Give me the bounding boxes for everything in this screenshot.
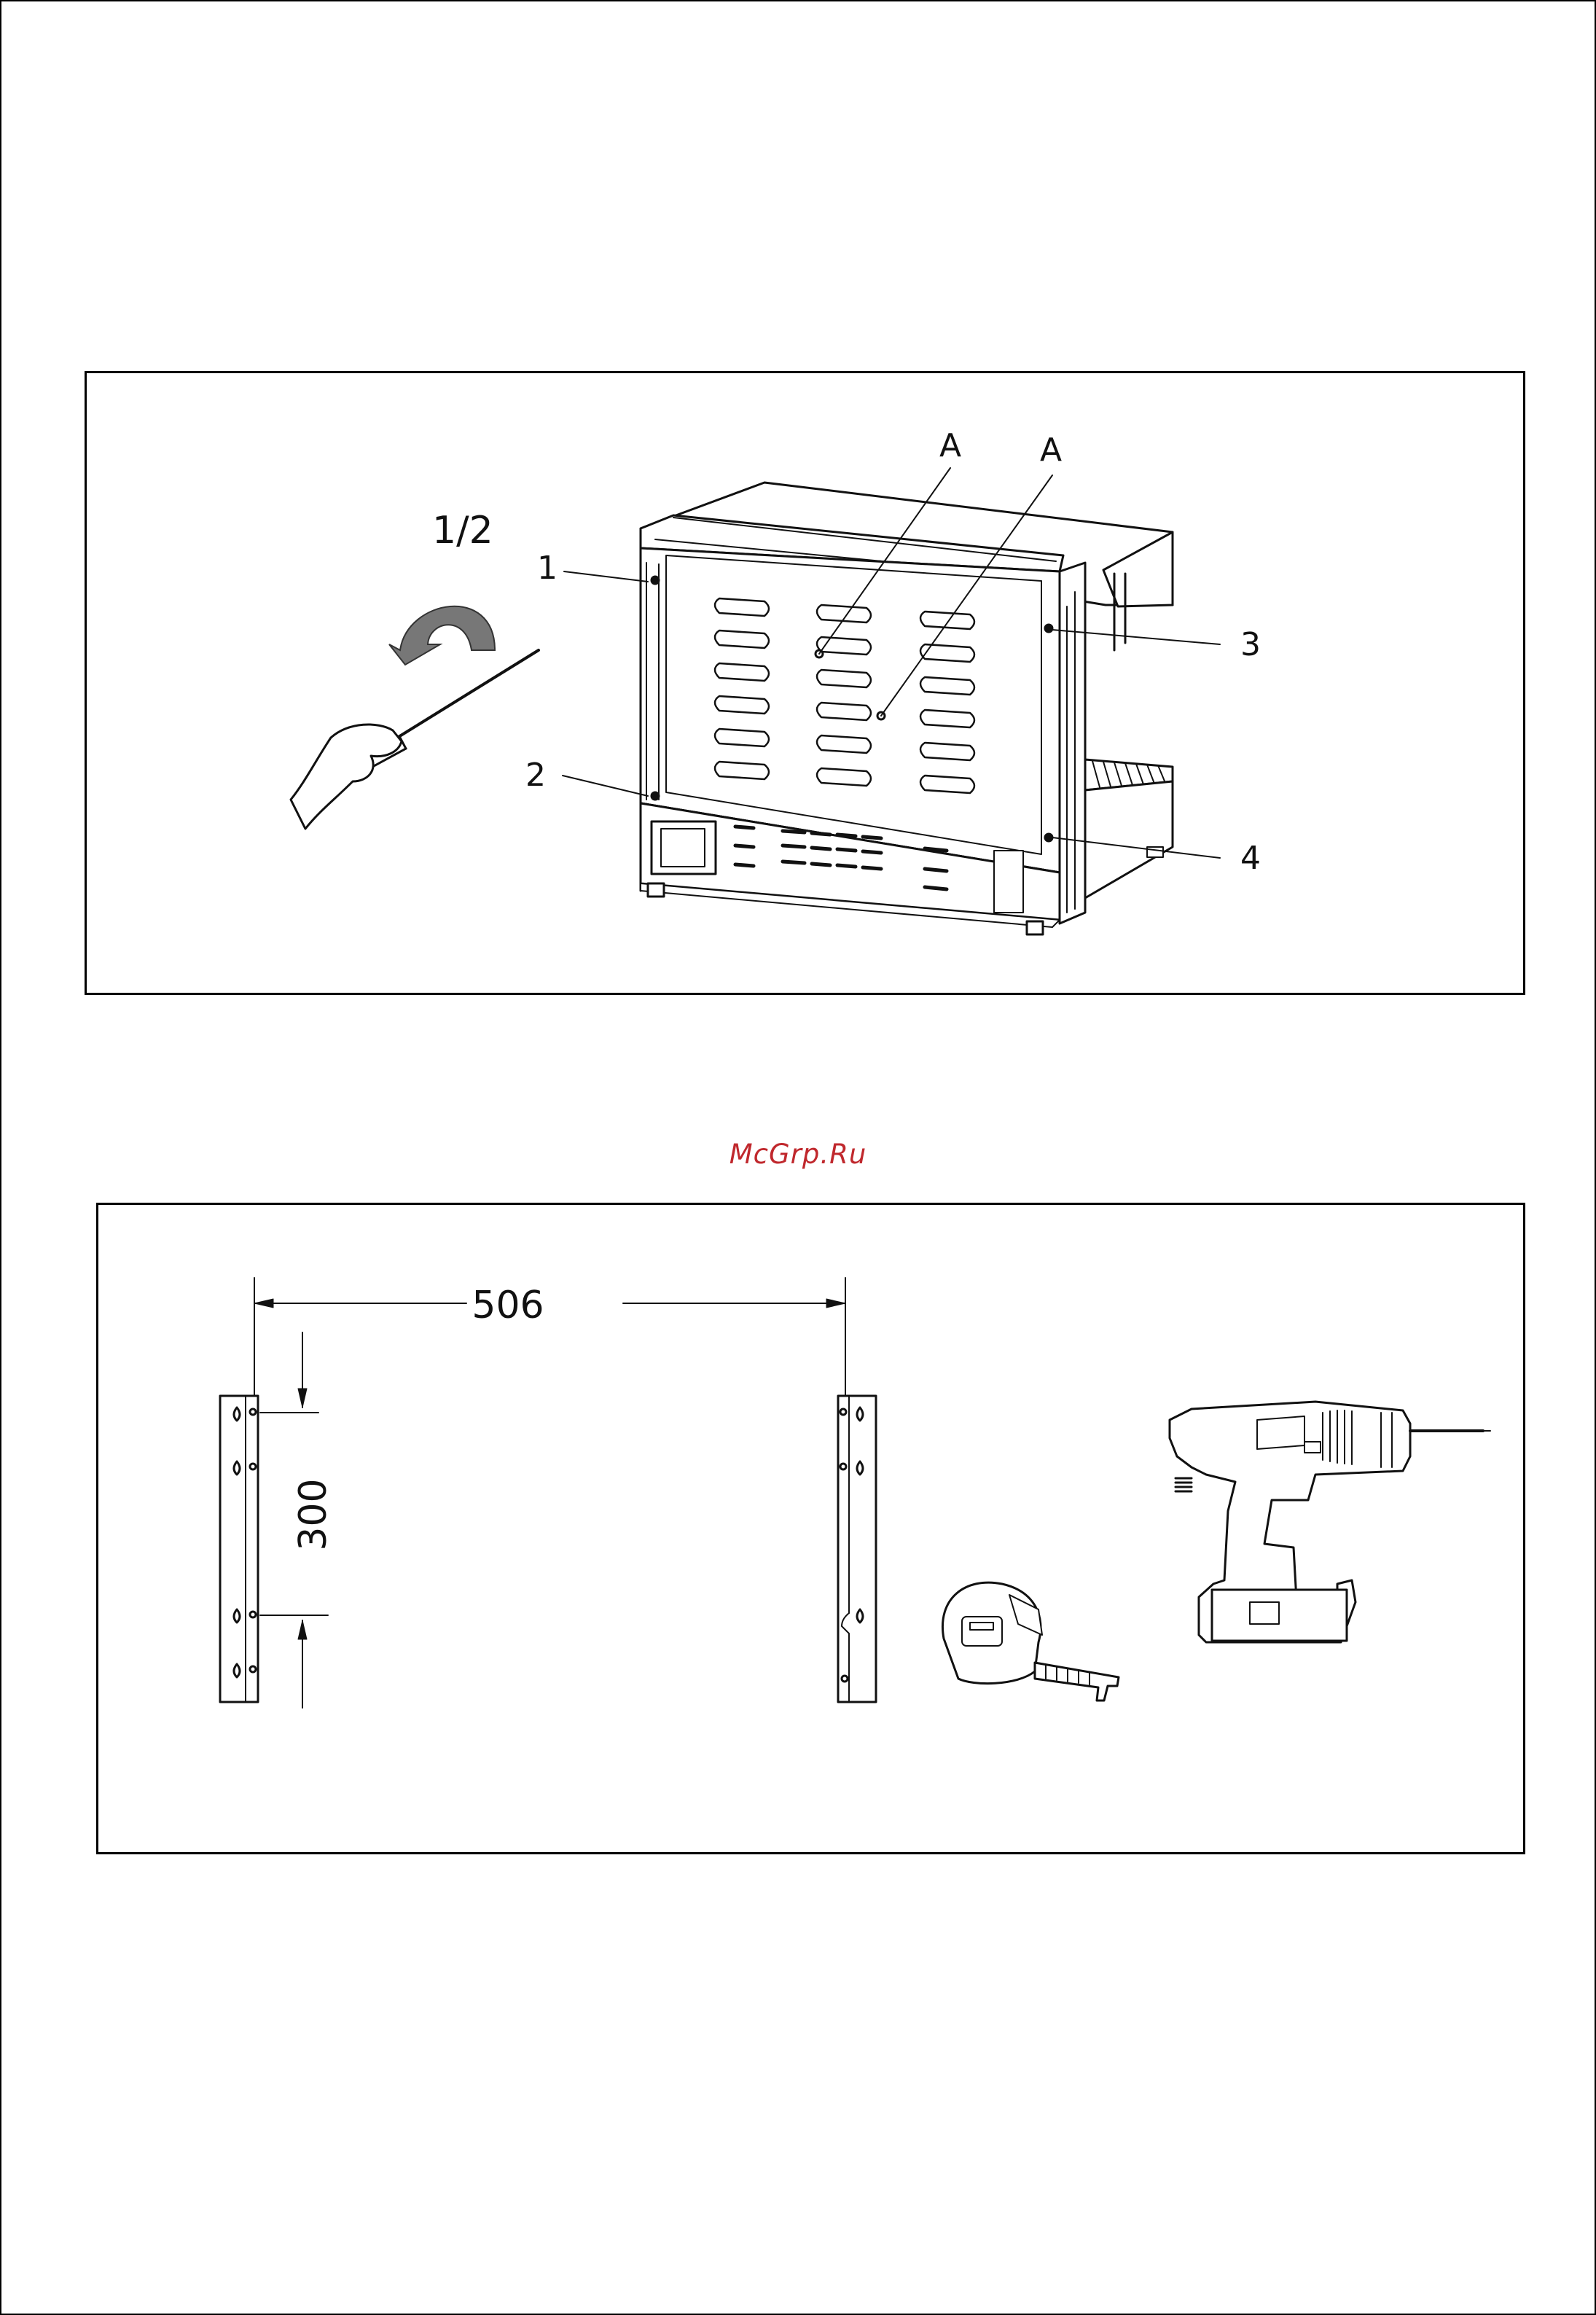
hand-icon [291,725,402,829]
callout-3: 3 [1240,626,1261,663]
dimension-width: 506 [472,1284,544,1327]
right-bracket [838,1396,876,1702]
dimension-height: 300 [292,1478,335,1550]
tape-measure-icon [942,1582,1119,1701]
rotation-arrow-icon [389,606,495,665]
callout-4: 4 [1240,840,1261,877]
power-drill-icon [1170,1402,1490,1642]
point-label-a-2: A [1040,432,1062,469]
left-bracket [220,1396,258,1702]
oven-illustration: 1/2 1 2 3 4 A A [87,373,1527,997]
oven-side-panel [1060,563,1085,924]
callout-2: 2 [525,757,546,794]
rotation-label: 1/2 [432,509,493,553]
callout-1: 1 [537,550,558,587]
figure-mounting-brackets: 506 300 [96,1203,1525,1854]
brackets-illustration: 506 300 [98,1205,1527,1857]
point-label-a-1: A [939,427,961,464]
watermark-text: McGrp.Ru [0,1139,1596,1170]
figure-oven-panel-removal: 1/2 1 2 3 4 A A [85,371,1525,995]
